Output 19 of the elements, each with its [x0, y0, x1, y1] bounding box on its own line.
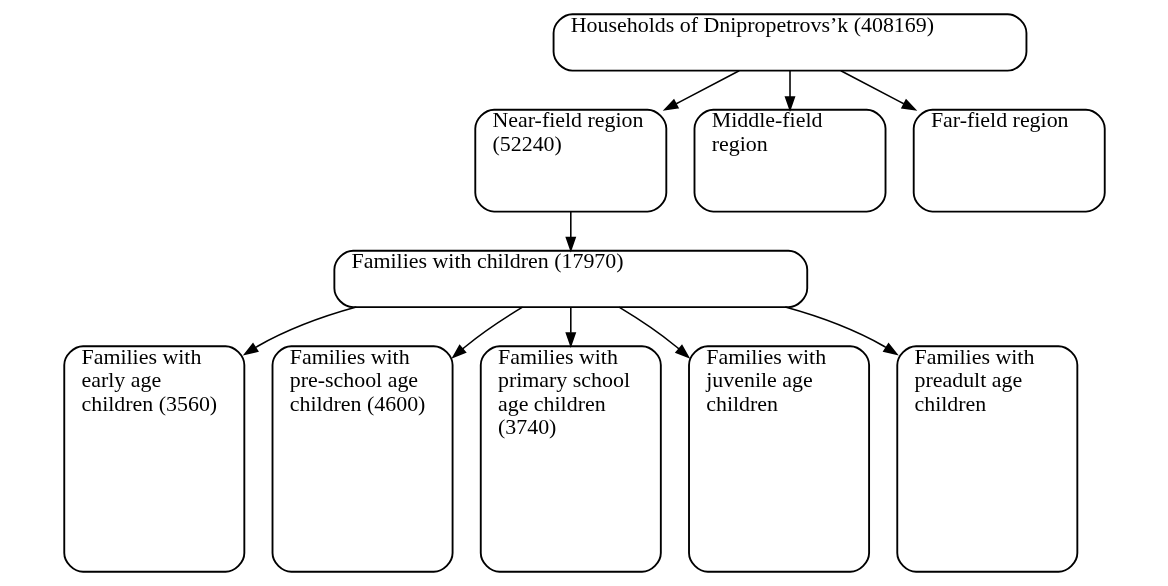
arrow [450, 306, 523, 359]
node-box: Families with juvenile age children [687, 345, 870, 573]
arrow [784, 69, 795, 112]
arrow [662, 69, 740, 111]
node-box: Far-field region [912, 108, 1106, 213]
node-box: Families with preadult age children [895, 345, 1078, 573]
node-box: Households of Dnipropetrovs’k (408169) [552, 13, 1027, 72]
node-box: Families with early age children (3560) [62, 345, 245, 573]
node-box: Families with primary school age children (3740) [479, 345, 662, 573]
arrow [242, 306, 357, 356]
arrow [564, 210, 576, 253]
node-box: Middle-field region [693, 108, 886, 213]
node-box: Families with children (17970) [332, 249, 808, 309]
arrow [784, 306, 899, 356]
node-box: Families with pre-school age children (4600) [271, 345, 453, 573]
arrow [564, 306, 576, 348]
arrow [839, 69, 917, 111]
node-box: Near-field region (52240) [473, 108, 667, 213]
arrow [617, 306, 690, 359]
